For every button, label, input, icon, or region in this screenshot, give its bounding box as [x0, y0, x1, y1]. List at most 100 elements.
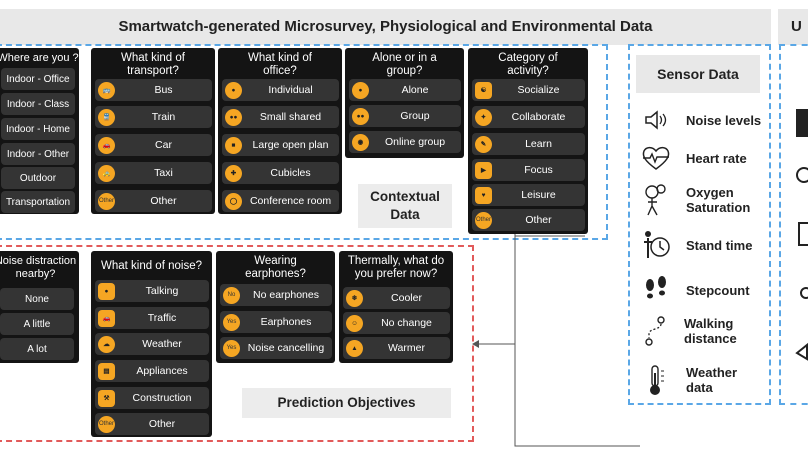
snowflake-icon: ❄ — [346, 289, 363, 307]
option[interactable]: ☁Weather — [95, 333, 209, 355]
option[interactable]: 🚕Taxi — [95, 162, 212, 184]
card-thermal: Thermally, what do you prefer now? ❄Cool… — [339, 251, 453, 363]
other-icon: Other — [98, 415, 115, 433]
option[interactable]: ●Talking — [95, 280, 209, 302]
option[interactable]: Indoor - Other — [1, 143, 75, 165]
option[interactable]: ☯Socialize — [472, 79, 585, 101]
option[interactable]: A lot — [0, 338, 74, 360]
option[interactable]: ●●Small shared — [222, 106, 339, 128]
sensor-item-oxygen: Oxygen Saturation — [636, 182, 766, 218]
option[interactable]: 🚌Bus — [95, 79, 212, 101]
option[interactable]: ▤Appliances — [95, 360, 209, 382]
card-title: What kind of office? — [248, 52, 312, 77]
conference-icon: ◯ — [225, 192, 242, 210]
option[interactable]: None — [0, 288, 74, 310]
construction-icon: ⚒ — [98, 389, 115, 407]
option[interactable]: Indoor - Office — [1, 68, 75, 90]
other-icon: Other — [475, 211, 492, 229]
sensor-item-stand-time: Stand time — [636, 230, 766, 260]
option[interactable]: ☺No change — [343, 312, 450, 334]
sensor-item-walking-distance: Walking distance — [636, 313, 766, 349]
socialize-icon: ☯ — [475, 81, 492, 99]
option[interactable]: ✦Collaborate — [472, 106, 585, 128]
no-icon: No — [223, 286, 240, 304]
card-where: Where are you ? Indoor - Office Indoor -… — [0, 48, 79, 214]
option[interactable]: ●Alone — [349, 79, 461, 101]
appliances-icon: ▤ — [98, 362, 115, 380]
thermometer-icon — [636, 363, 676, 397]
option[interactable]: ◉Online group — [349, 131, 461, 153]
sensor-region — [628, 44, 771, 405]
card-title: Where are you ? — [0, 52, 79, 64]
card-title: What kind of noise? — [100, 260, 202, 272]
talking-icon: ● — [98, 282, 115, 300]
leisure-icon: ♥ — [475, 186, 492, 204]
weather-icon: ☁ — [98, 335, 115, 353]
smiley-icon: ☺ — [346, 314, 363, 332]
yes-icon: Yes — [223, 313, 240, 331]
route-icon — [636, 314, 676, 348]
card-transport: What kind of transport? 🚌Bus 🚆Train 🚗Car… — [91, 48, 215, 214]
option[interactable]: ▲Warmer — [343, 337, 450, 359]
option[interactable]: ✎Learn — [472, 133, 585, 155]
card-title: Alone or in a group? — [372, 52, 437, 77]
option[interactable]: Indoor - Home — [1, 118, 75, 140]
focus-icon: ▶ — [475, 161, 492, 179]
prediction-objectives-label: Prediction Objectives — [242, 388, 451, 418]
sensor-item-noise: Noise levels — [636, 108, 766, 132]
card-office: What kind of office? ●Individual ●●Small… — [218, 48, 342, 214]
group-icon: ●● — [352, 107, 369, 125]
header-bar — [0, 9, 771, 45]
card-activity: Category of activity? ☯Socialize ✦Collab… — [468, 48, 588, 234]
contextual-region — [0, 44, 608, 240]
collaborate-icon: ✦ — [475, 108, 492, 126]
option[interactable]: ●●Group — [349, 105, 461, 127]
card-noise-kind: What kind of noise? ●Talking 🚗Traffic ☁W… — [91, 251, 212, 437]
yes-icon: Yes — [223, 339, 240, 357]
option[interactable]: Outdoor — [1, 167, 75, 189]
car-icon: 🚗 — [98, 136, 115, 154]
option[interactable]: Transportation — [1, 191, 75, 213]
option[interactable]: 🚗Traffic — [95, 307, 209, 329]
taxi-icon: 🚕 — [98, 164, 115, 182]
right-region — [779, 44, 808, 405]
heart-pulse-icon — [636, 145, 676, 171]
card-alone: Alone or in a group? ●Alone ●●Group ◉Onl… — [345, 48, 464, 158]
option[interactable]: ■Large open plan — [222, 134, 339, 156]
people-icon: ●● — [225, 108, 242, 126]
card-title: Wearing earphones? — [245, 255, 306, 280]
contextual-data-label: Contextual Data — [358, 184, 452, 228]
flame-icon: ▲ — [346, 339, 363, 357]
card-title: Thermally, what do you prefer now? — [347, 255, 445, 280]
card-title: Category of activity? — [498, 52, 558, 77]
speaker-icon — [636, 109, 676, 131]
option[interactable]: 🚆Train — [95, 106, 212, 128]
open-plan-icon: ■ — [225, 136, 242, 154]
traffic-icon: 🚗 — [98, 309, 115, 327]
sensor-data-header: Sensor Data — [636, 55, 760, 93]
option[interactable]: 🚗Car — [95, 134, 212, 156]
person-icon: ● — [225, 81, 242, 99]
sensor-item-weather: Weather data — [636, 362, 766, 398]
option[interactable]: ▶Focus — [472, 159, 585, 181]
option[interactable]: ❄Cooler — [343, 287, 450, 309]
option[interactable]: ♥Leisure — [472, 184, 585, 206]
learn-icon: ✎ — [475, 135, 492, 153]
option[interactable]: A little — [0, 313, 74, 335]
option[interactable]: ◯Conference room — [222, 190, 339, 212]
option[interactable]: ●Individual — [222, 79, 339, 101]
option[interactable]: ✚Cubicles — [222, 162, 339, 184]
stand-clock-icon — [636, 230, 676, 260]
cubicles-icon: ✚ — [225, 164, 242, 182]
option[interactable]: ⚒Construction — [95, 387, 209, 409]
card-title: Noise distraction nearby? — [0, 255, 77, 280]
person-icon: ● — [352, 81, 369, 99]
option[interactable]: Indoor - Class — [1, 93, 75, 115]
